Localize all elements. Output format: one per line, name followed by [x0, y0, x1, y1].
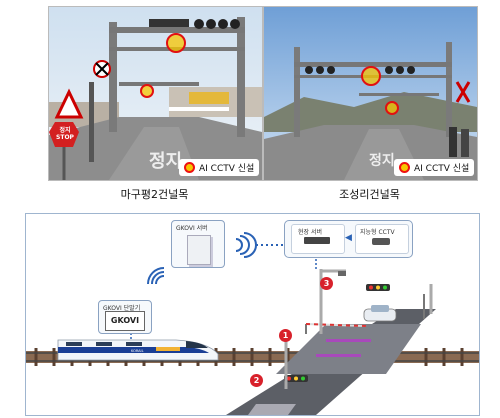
train-brand: KORAIL: [131, 349, 144, 353]
legend-label: AI CCTV 신설: [199, 164, 255, 174]
photo-joseongri-crossing: 정지 AI CCTV 신설: [263, 6, 478, 181]
photo-caption-magupyeong: 마구평2건널목: [120, 188, 189, 201]
legend-label: AI CCTV 신설: [414, 164, 470, 174]
gkovi-server: GKOVI 서버: [171, 220, 225, 268]
svg-text:정지: 정지: [149, 151, 182, 172]
gkovi-server-label: GKOVI 서버: [176, 225, 208, 232]
photo-caption-joseongri: 조성리건널목: [339, 188, 400, 201]
ktx-train: KORAIL: [57, 339, 219, 361]
intelligent-cctv-label: 지능형 CCTV: [360, 229, 395, 236]
ai-cctv-legend: AI CCTV 신설: [394, 159, 475, 176]
car: [363, 305, 397, 322]
marker-1: 1: [279, 329, 292, 342]
gkovi-terminal: GKOVI 단말기 GKOVI: [98, 300, 152, 334]
system-diagram: KORAIL GKOVI 서버 GKOVI 단말기 GKOVI 현장 서버 ◀: [25, 213, 480, 416]
marker-2: 2: [250, 374, 263, 387]
crossing-signal: [284, 284, 390, 382]
field-server-label: 현장 서버: [298, 229, 322, 236]
cctv-camera-icon: [372, 238, 390, 245]
intelligent-cctv: 지능형 CCTV: [355, 224, 409, 254]
field-equipment-box: 현장 서버 ◀ 지능형 CCTV: [284, 220, 413, 258]
server-icon: [187, 235, 211, 265]
svg-text:정지: 정지: [369, 152, 395, 169]
ai-cctv-legend: AI CCTV 신설: [179, 159, 260, 176]
cctv-marker-icon: [399, 162, 410, 173]
photo-magupyeong-crossing: 정지 정지 STOP AI CCTV 신설: [48, 6, 263, 181]
stop-sign: 정지 STOP: [56, 127, 74, 141]
arrow-icon: ◀: [345, 233, 352, 243]
server-rack-icon: [304, 237, 330, 244]
field-server: 현장 서버: [291, 224, 345, 254]
terminal-screen: GKOVI: [105, 311, 145, 331]
cctv-marker-icon: [184, 162, 195, 173]
wireless-signal-icon: [147, 232, 257, 285]
gkovi-terminal-label: GKOVI 단말기: [103, 305, 141, 312]
marker-3: 3: [320, 277, 333, 290]
